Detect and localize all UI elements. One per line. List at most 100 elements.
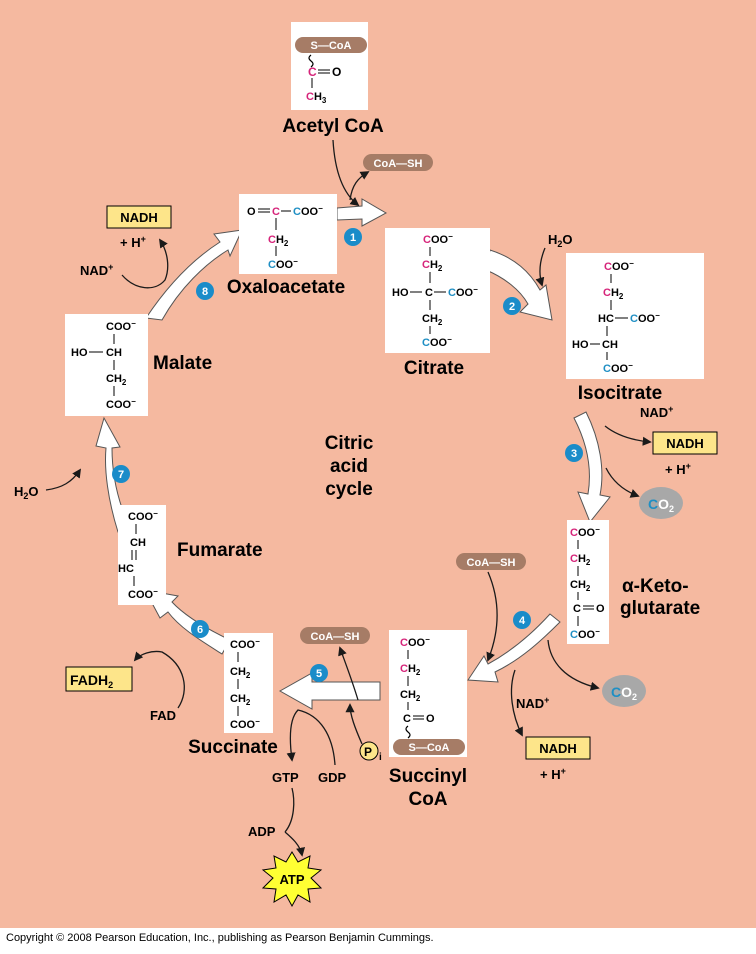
svg-text:CH2: CH2 [422, 313, 443, 327]
co2-circle-4 [602, 675, 646, 707]
svg-text:CH: CH [602, 339, 618, 351]
arrow-step-1 [336, 198, 388, 227]
svg-text:HO: HO [71, 347, 88, 359]
step-markers: 1 2 3 4 5 6 7 8 [112, 228, 583, 682]
isocitrate-structure: COO− CH2 HC COO− HO CH COO− [572, 259, 660, 375]
fumarate-box [118, 505, 166, 605]
nad-label-3: NAD+ [640, 404, 673, 420]
nadh-box-8 [106, 205, 172, 229]
adp-label: ADP [248, 824, 276, 839]
svg-text:O: O [596, 603, 605, 615]
svg-text:CH2: CH2 [268, 234, 289, 248]
co2-circle-3 [639, 487, 683, 519]
step-6-circle [191, 620, 209, 638]
h2o-label-7: H2O [14, 484, 39, 501]
alpha-kg-label-1: α-Keto- [622, 576, 689, 597]
svg-text:COO−: COO− [630, 311, 660, 325]
svg-text:C: C [573, 603, 581, 615]
svg-text:NADH: NADH [120, 210, 158, 225]
svg-text:CO2: CO2 [611, 684, 637, 702]
svg-text:CH: CH [130, 537, 146, 549]
coa-sh-label-5: CoA—SH [311, 631, 360, 643]
svg-text:COO−: COO− [603, 361, 633, 375]
svg-text:COO−: COO− [423, 232, 453, 246]
succinyl-coa-box [389, 630, 467, 757]
cycle-title: Citric acid cycle [325, 433, 374, 500]
svg-text:COO−: COO− [604, 259, 634, 273]
gdp-label: GDP [318, 770, 347, 785]
step-1-circle [344, 228, 362, 246]
svg-text:ATP: ATP [279, 872, 304, 887]
svg-text:C: C [403, 713, 411, 725]
svg-text:C: C [425, 287, 433, 299]
nad-label-4: NAD+ [516, 695, 549, 711]
h2o-label-2: H2O [548, 232, 573, 249]
svg-text:CH2: CH2 [570, 579, 591, 593]
svg-text:P: P [364, 745, 372, 759]
arrow-step-5 [278, 672, 381, 710]
svg-text:Citric: Citric [325, 433, 374, 454]
oxaloacetate-structure: O C COO− CH2 COO− [247, 204, 323, 271]
svg-text:CH3: CH3 [306, 91, 327, 105]
svg-text:COO−: COO− [570, 627, 600, 641]
copyright-notice: Copyright © 2008 Pearson Education, Inc.… [6, 932, 434, 944]
svg-text:CO2: CO2 [648, 496, 674, 514]
svg-text:5: 5 [316, 668, 322, 680]
alpha-kg-label-2: glutarate [620, 598, 700, 619]
fumarate-label: Fumarate [177, 540, 263, 561]
svg-text:i: i [379, 752, 382, 763]
svg-text:cycle: cycle [325, 479, 373, 500]
compound-boxes [65, 22, 704, 757]
svg-text:COO−: COO− [400, 635, 430, 649]
step-2-circle [503, 297, 521, 315]
step-7-circle [112, 465, 130, 483]
svg-text:O: O [332, 65, 341, 79]
succinate-label: Succinate [188, 737, 278, 758]
svg-text:COO−: COO− [106, 397, 136, 411]
svg-text:COO−: COO− [293, 204, 323, 218]
svg-text:COO−: COO− [106, 319, 136, 333]
fad-label: FAD [150, 708, 176, 723]
arrow-step-2 [485, 249, 553, 321]
succinyl-coa-structure: COO− CH2 CH2 C O S—CoA [393, 635, 465, 755]
svg-text:8: 8 [202, 286, 208, 298]
nadh-box-4 [525, 736, 591, 760]
isocitrate-label: Isocitrate [578, 383, 662, 404]
svg-text:CH2: CH2 [230, 693, 251, 707]
svg-text:1: 1 [350, 232, 356, 244]
svg-text:O: O [247, 206, 256, 218]
svg-text:C: C [308, 65, 317, 79]
svg-text:HO: HO [572, 339, 589, 351]
svg-text:S—CoA: S—CoA [409, 742, 450, 754]
svg-text:HC: HC [598, 313, 614, 325]
svg-text:CH2: CH2 [400, 663, 421, 677]
svg-text:CH2: CH2 [230, 666, 251, 680]
svg-text:COO−: COO− [230, 717, 260, 731]
svg-text:2: 2 [509, 301, 515, 313]
h-plus-label-4: + H+ [540, 766, 566, 782]
step-8-circle [196, 282, 214, 300]
coa-sh-label-1: CoA—SH [374, 158, 423, 170]
svg-text:CH2: CH2 [400, 689, 421, 703]
svg-text:CH2: CH2 [603, 287, 624, 301]
svg-text:FADH2: FADH2 [70, 672, 113, 690]
svg-text:CH2: CH2 [422, 259, 443, 273]
svg-text:O: O [426, 713, 435, 725]
succinate-structure: COO− CH2 CH2 COO− [230, 637, 260, 731]
diagram-background [0, 0, 756, 928]
acetyl-coa-box [291, 22, 368, 110]
svg-text:HC: HC [118, 563, 134, 575]
h-plus-label-3: + H+ [665, 461, 691, 477]
svg-text:6: 6 [197, 624, 203, 636]
alpha-kg-box [567, 520, 609, 644]
acetyl-coa-structure: S—CoA C O CH3 [295, 37, 367, 105]
step-4-circle [513, 611, 531, 629]
svg-text:HO: HO [392, 287, 409, 299]
citrate-label: Citrate [404, 358, 464, 379]
h-plus-label-8: + H+ [120, 234, 146, 250]
malate-box [65, 314, 148, 416]
svg-text:acid: acid [330, 456, 368, 477]
svg-text:CH2: CH2 [106, 373, 127, 387]
svg-text:4: 4 [519, 615, 526, 627]
svg-text:NADH: NADH [666, 436, 704, 451]
